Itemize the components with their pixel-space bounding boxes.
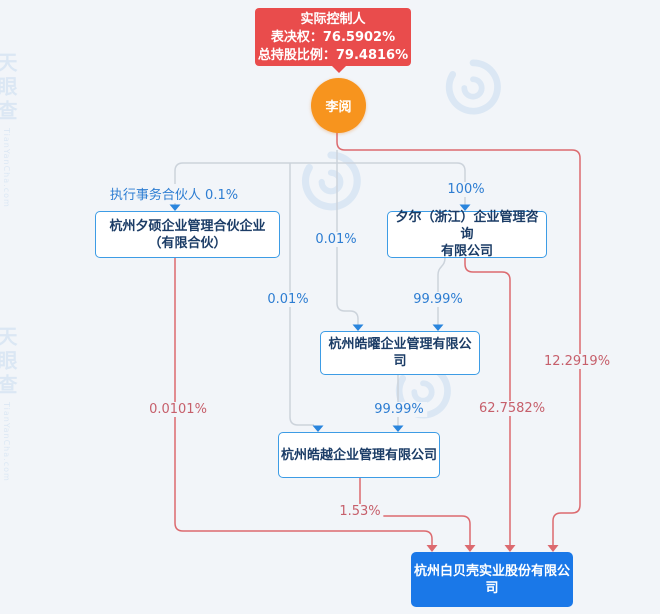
tooltip-total-shareholding: 总持股比例：79.4816% — [257, 48, 409, 63]
company-node-xier[interactable]: 夕尔（浙江）企业管理咨询 有限公司 — [387, 210, 547, 259]
edge-label-001pct-haoyue: 0.01% — [264, 292, 312, 307]
company-node-haoyue[interactable]: 杭州皓越企业管理有限公司 — [278, 432, 440, 478]
edge-label-9999pct-haoyao-haoyue: 99.99% — [371, 402, 427, 417]
red-arrowhead-icons — [426, 545, 559, 552]
controller-circle[interactable]: 李阅 — [311, 78, 366, 133]
blue-arrowhead-icons — [169, 204, 471, 432]
company-node-baibeike-primary[interactable]: 杭州白贝壳实业股份有限公 司 — [411, 552, 573, 607]
edge-label-executive-partner: 执行事务合伙人 0.1% — [106, 184, 242, 203]
company-node-xishuo[interactable]: 杭州夕硕企业管理合伙企业 （有限合伙） — [95, 211, 280, 258]
edge-label-9999pct-xier-haoyao: 99.99% — [410, 292, 466, 307]
edge-label-00101pct: 0.0101% — [146, 402, 210, 417]
actual-controller-tooltip: 实际控制人 表决权：76.5902% 总持股比例：79.4816% — [255, 8, 411, 73]
company-node-haoyao[interactable]: 杭州皓曜企业管理有限公司 — [320, 331, 480, 375]
edge-label-001pct-haoyao: 0.01% — [312, 232, 360, 247]
edge-label-153pct: 1.53% — [336, 504, 384, 519]
edge-label-100pct: 100% — [444, 182, 488, 197]
tooltip-voting-rights: 表决权：76.5902% — [270, 30, 396, 45]
edge-label-627582pct: 62.7582% — [475, 401, 549, 416]
edge-label-122919pct: 12.2919% — [540, 354, 614, 369]
tooltip-title: 实际控制人 — [300, 12, 366, 27]
